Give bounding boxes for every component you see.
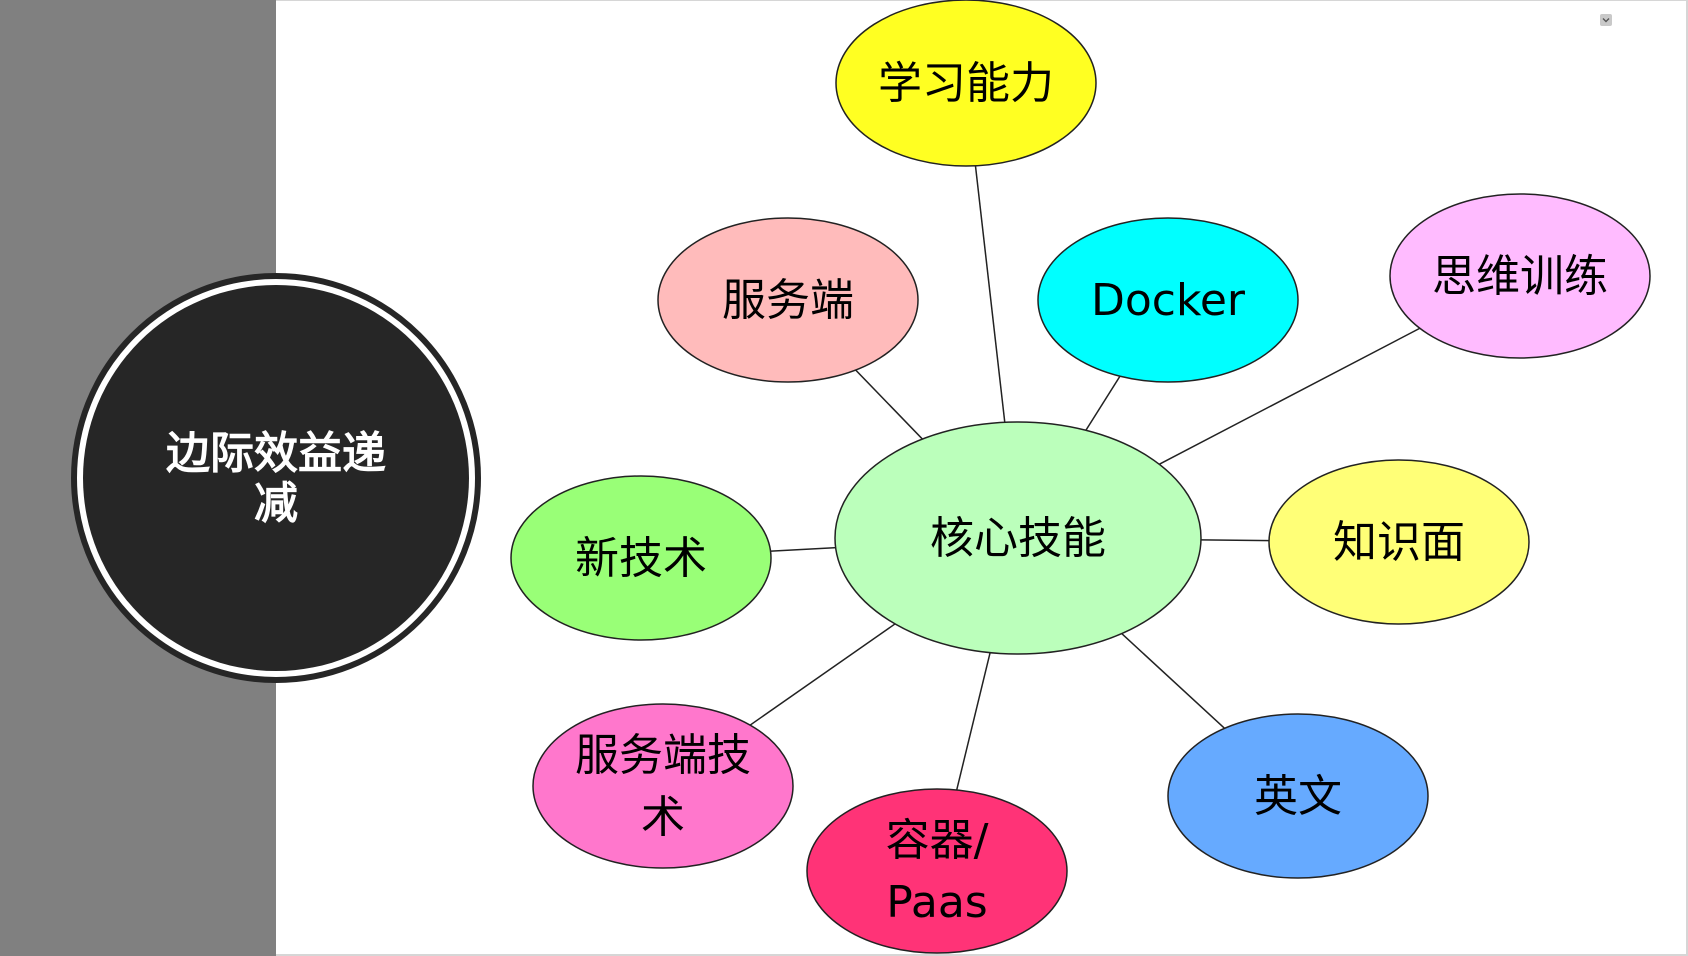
node-label-line: 新技术 [575, 533, 707, 584]
center-node-core[interactable]: 核心技能 [834, 421, 1202, 655]
node-ellipse [1037, 217, 1299, 383]
topic-label: 边际效益递减 [166, 428, 386, 529]
node-ellipse [835, 0, 1097, 167]
node-server-tech[interactable]: 服务端技术 [532, 703, 794, 869]
node-learning[interactable]: 学习能力 [835, 0, 1097, 167]
node-label: 思维训练 [1432, 251, 1608, 302]
node-label-line: 学习能力 [878, 58, 1054, 109]
node-label-line: 核心技能 [930, 513, 1106, 564]
node-label: 服务端技术 [575, 729, 751, 842]
node-ellipse [1268, 459, 1530, 625]
node-thinking[interactable]: 思维训练 [1389, 193, 1651, 359]
node-english[interactable]: 英文 [1167, 713, 1429, 879]
node-label-line: 知识面 [1333, 517, 1465, 568]
node-server[interactable]: 服务端 [657, 217, 919, 383]
node-ellipse [806, 788, 1068, 954]
node-ellipse [1389, 193, 1651, 359]
node-label-line: Paas [886, 877, 987, 928]
node-new-tech[interactable]: 新技术 [510, 475, 772, 641]
node-label: 新技术 [575, 533, 707, 584]
node-label: Docker [1091, 275, 1246, 326]
node-label: 容器/Paas [886, 814, 989, 927]
topic-label-line: 边际效益递 [166, 428, 386, 479]
node-label: 学习能力 [878, 58, 1054, 109]
chevron-down-icon[interactable] [1600, 14, 1612, 26]
node-label-line: 思维训练 [1432, 251, 1608, 302]
node-label-line: 英文 [1254, 771, 1342, 822]
topic-label-line: 减 [254, 478, 298, 529]
node-ellipse [1167, 713, 1429, 879]
node-label-line: Docker [1091, 275, 1246, 326]
node-ellipse [510, 475, 772, 641]
node-container[interactable]: 容器/Paas [806, 788, 1068, 954]
node-knowledge[interactable]: 知识面 [1268, 459, 1530, 625]
node-label: 知识面 [1333, 517, 1465, 568]
node-label-line: 容器/ [886, 814, 989, 865]
node-label: 英文 [1254, 771, 1342, 822]
node-ellipse [834, 421, 1202, 655]
node-label-line: 服务端 [722, 275, 854, 326]
node-ellipse [657, 217, 919, 383]
node-label: 服务端 [722, 275, 854, 326]
topic-circle[interactable]: 边际效益递减 [71, 273, 481, 683]
node-label-line: 服务端技 [575, 729, 751, 780]
node-label-line: 术 [641, 792, 685, 843]
node-ellipse [532, 703, 794, 869]
node-label: 核心技能 [930, 513, 1106, 564]
node-docker[interactable]: Docker [1037, 217, 1299, 383]
topic-disc [83, 285, 469, 671]
